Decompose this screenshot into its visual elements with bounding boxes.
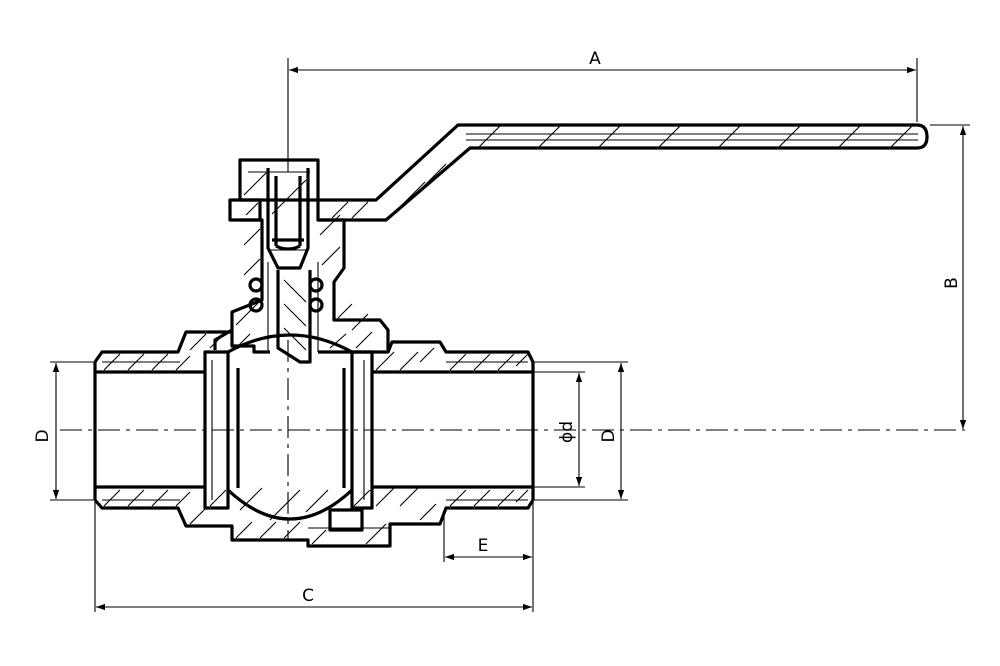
dimension-label-d-left: D — [33, 429, 53, 442]
dimension-label-phi-d: ϕd — [557, 421, 577, 443]
dimension-label-e: E — [478, 536, 489, 556]
lever-handle — [316, 123, 929, 222]
stem-assembly — [213, 158, 390, 364]
dimension-label-a: A — [589, 49, 601, 69]
center-lines — [60, 340, 965, 540]
valve-body — [93, 330, 535, 548]
dimension-label-b: B — [942, 277, 962, 289]
dimension-label-d-right: D — [599, 429, 619, 442]
dimension-lines — [50, 58, 970, 612]
dimension-label-c: C — [302, 586, 314, 606]
